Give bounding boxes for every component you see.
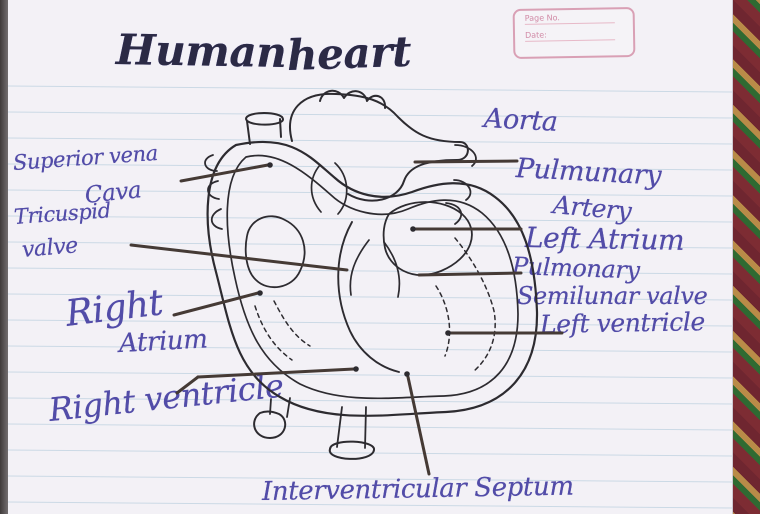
pointer-dots: [257, 162, 451, 377]
inner-heart-outline: [227, 155, 518, 398]
pointer-right-ventricle-2: [198, 369, 354, 377]
pointer-aorta: [415, 161, 517, 162]
inferior-vessel-1: [254, 412, 285, 438]
pointer-lines: [131, 161, 562, 474]
pointer-superior-vena-cava: [181, 165, 268, 181]
inferior-vessel-2: [330, 442, 374, 459]
valve-lines: [312, 163, 400, 297]
pointer-pulmonary-semilunar-valve: [419, 273, 521, 275]
pointer-right-ventricle-1: [177, 377, 198, 393]
pointer-right-atrium: [174, 293, 258, 315]
right-atrium-chamber: [246, 216, 305, 287]
septum-curve: [338, 222, 399, 372]
left-ventricle-texture: [436, 238, 495, 371]
pointer-tricuspid-valve: [131, 245, 347, 270]
pointer-interventricular-septum: [408, 377, 429, 474]
superior-vena-cava-vessel: [246, 113, 283, 144]
